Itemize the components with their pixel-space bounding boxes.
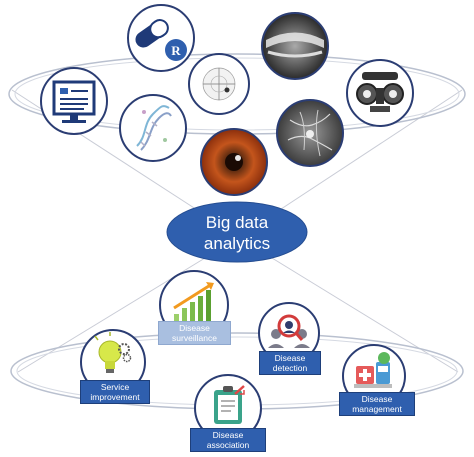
dna-genetics-icon [119, 94, 187, 162]
svg-text:R: R [171, 43, 181, 58]
disease-management-label-line2: management [352, 404, 402, 414]
big-data-analytics-node: Big data analytics [166, 201, 308, 263]
magnifier-person-icon [258, 302, 320, 364]
disease-association-label: Disease association [190, 428, 266, 452]
disease-surveillance-label: Disease surveillance [158, 321, 231, 345]
visual-field-icon [188, 53, 250, 115]
pills-prescription-icon: R [127, 4, 195, 72]
lightbulb-gears-icon [80, 329, 146, 395]
disease-surveillance-label-line2: surveillance [172, 333, 217, 343]
medicine-kit-icon [342, 344, 406, 408]
fundus-angiography-icon [276, 99, 344, 167]
phoropter-icon [346, 59, 414, 127]
disease-management-label: Disease management [339, 392, 415, 416]
service-improvement-label-line1: Service [100, 382, 130, 392]
electronic-record-monitor-icon [40, 67, 108, 135]
center-title-line2: analytics [204, 234, 270, 253]
center-title-line1: Big data [206, 213, 269, 232]
disease-association-label-line1: Disease [212, 430, 244, 440]
disease-detection-label: Disease detection [259, 351, 321, 375]
disease-association-label-line2: association [206, 440, 250, 450]
eye-photograph-icon [200, 128, 268, 196]
oct-scan-icon [261, 12, 329, 80]
disease-management-label-line1: Disease [361, 394, 393, 404]
clipboard-checklist-icon [194, 374, 262, 442]
disease-detection-label-line1: Disease [274, 353, 306, 363]
disease-detection-label-line2: detection [272, 363, 308, 373]
disease-surveillance-label-line1: Disease [179, 323, 210, 333]
service-improvement-label: Service improvement [80, 380, 150, 404]
service-improvement-label-line2: improvement [90, 392, 140, 402]
